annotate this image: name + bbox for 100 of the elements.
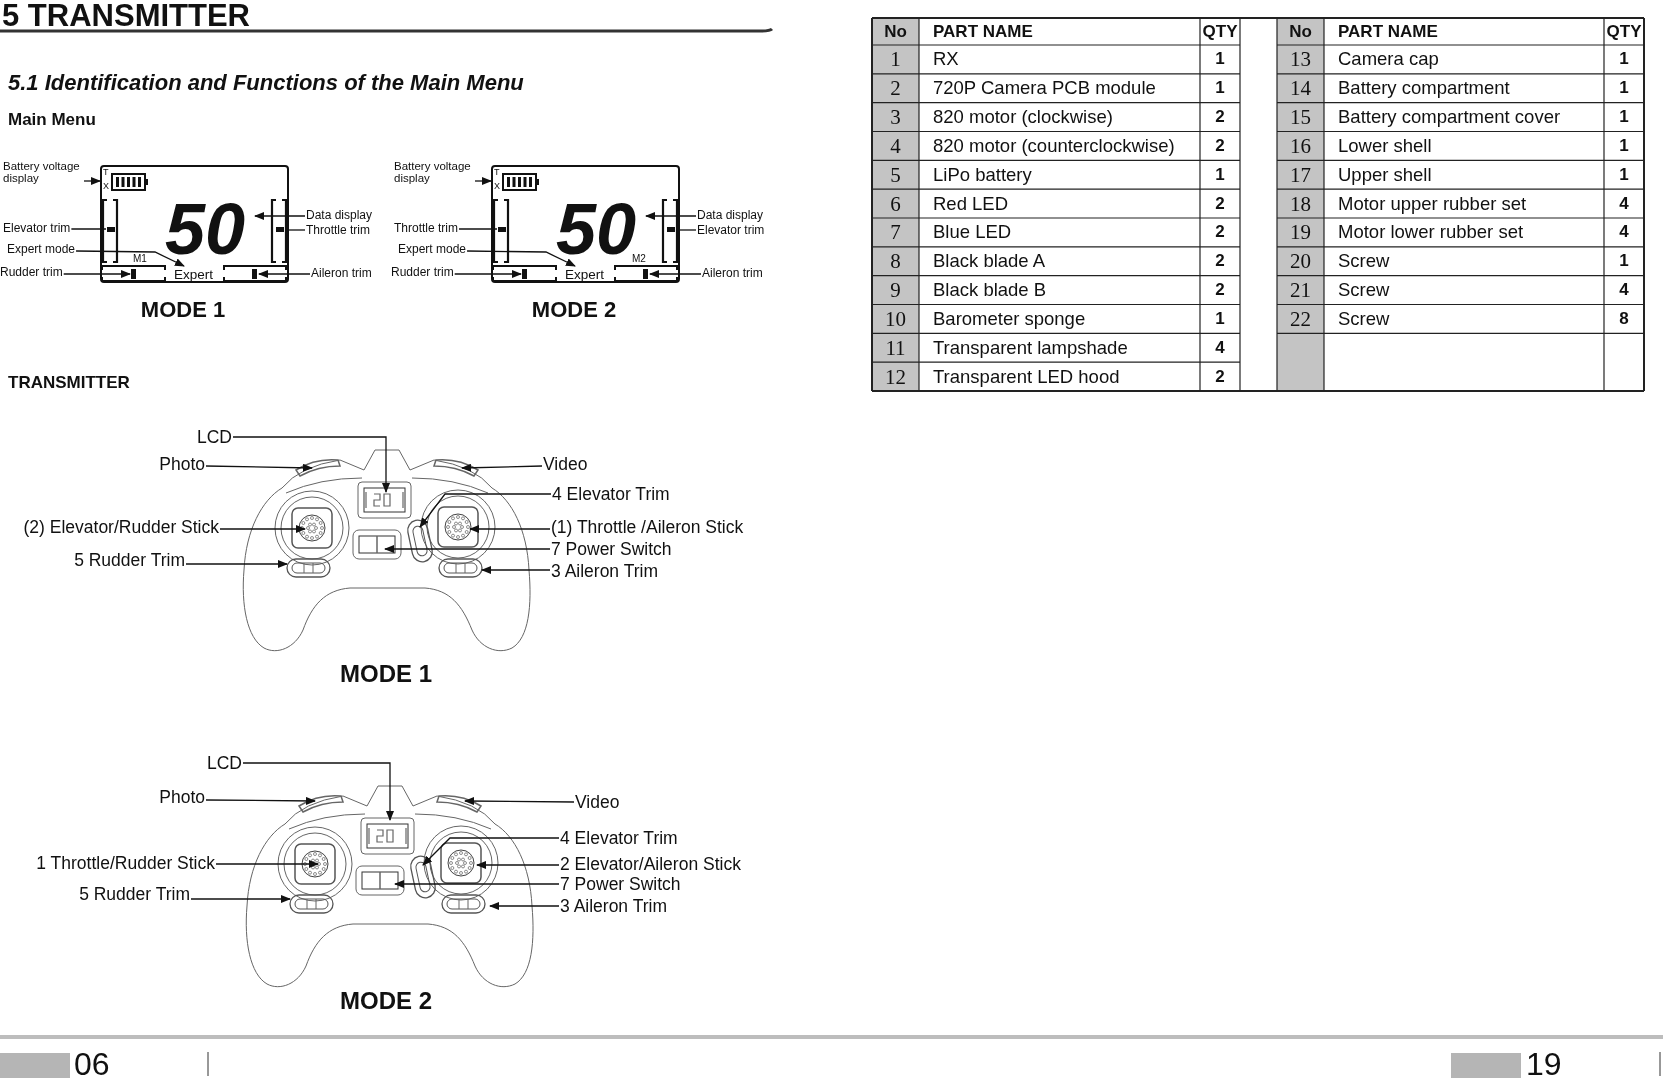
part-name: Screw <box>1338 308 1390 330</box>
callout-label: Throttle trim <box>306 224 370 238</box>
part-number: 9 <box>890 278 901 303</box>
callout-label: 2 Elevator/Aileron Stick <box>560 853 741 875</box>
part-number: 1 <box>890 47 901 72</box>
leader-arrow <box>394 880 560 888</box>
callout-label: (2) Elevator/Rudder Stick <box>23 516 219 538</box>
page-number: 19 <box>1526 1045 1562 1078</box>
callout-label: Battery voltage display <box>3 159 83 185</box>
callout-label: 4 Elevator Trim <box>560 827 678 849</box>
part-name: Lower shell <box>1338 135 1432 157</box>
quantity: 2 <box>1215 193 1225 214</box>
part-name: Black blade B <box>933 279 1047 301</box>
part-number: 17 <box>1290 162 1311 187</box>
leader-arrow <box>205 796 316 805</box>
leader-arrow <box>461 463 543 472</box>
lcd-indicator-text: Expert <box>174 267 214 283</box>
callout-label: Rudder trim <box>0 266 63 280</box>
leader-line <box>70 228 107 230</box>
mode-caption: MODE 2 <box>340 987 432 1015</box>
lcd-screen <box>491 165 680 283</box>
part-name: 820 motor (counterclockwise) <box>933 135 1175 157</box>
leader-arrow <box>466 250 576 267</box>
leader-arrow <box>215 860 319 868</box>
part-name: Upper shell <box>1338 164 1432 186</box>
leader-arrow <box>419 493 552 528</box>
lcd-indicator-text: T <box>103 166 109 178</box>
mode-caption: MODE 2 <box>531 297 617 323</box>
callout-label: LCD <box>197 426 232 448</box>
quantity: 1 <box>1619 165 1629 185</box>
callout-label: 1 Throttle/Rudder Stick <box>36 852 215 874</box>
leader-arrow <box>464 797 575 806</box>
callout-label: Photo <box>159 786 205 808</box>
lcd-indicator-text: T <box>494 166 500 178</box>
callout-label: Expert mode <box>398 243 467 257</box>
leader-arrow <box>232 436 390 493</box>
leader-arrow <box>481 566 551 574</box>
lcd-indicator-text: M2 <box>632 253 646 265</box>
callout-label: Elevator trim <box>697 224 765 238</box>
part-number: 13 <box>1290 47 1311 72</box>
quantity: 1 <box>1215 309 1225 329</box>
quantity: 2 <box>1215 222 1225 243</box>
part-number: 8 <box>890 249 901 274</box>
part-name: Motor lower rubber set <box>1338 221 1524 244</box>
part-name: 720P Camera PCB module <box>933 77 1156 99</box>
part-name: Black blade A <box>933 250 1046 272</box>
leader-arrow <box>258 270 311 278</box>
part-number: 12 <box>885 364 906 389</box>
part-number: 14 <box>1290 76 1311 101</box>
quantity: 1 <box>1619 49 1629 70</box>
part-name: Transparent lampshade <box>933 337 1128 359</box>
callout-label: Aileron trim <box>702 267 763 281</box>
leader-arrow <box>83 177 101 185</box>
callout-label: Battery voltage display <box>394 159 474 185</box>
part-number: 6 <box>890 191 901 216</box>
leader-arrow <box>489 902 560 910</box>
quantity: 4 <box>1619 280 1629 300</box>
part-number: 7 <box>890 220 901 245</box>
part-name: Motor upper rubber set <box>1338 192 1527 215</box>
quantity: 1 <box>1619 78 1629 98</box>
quantity: 1 <box>1619 107 1629 127</box>
part-name: Red LED <box>933 192 1009 215</box>
part-name: 820 motor (clockwise) <box>933 106 1113 128</box>
column-header: PART NAME <box>933 21 1033 42</box>
part-name: LiPo battery <box>933 164 1032 186</box>
quantity: 4 <box>1215 338 1225 358</box>
callout-label: LCD <box>207 752 242 774</box>
quantity: 1 <box>1215 78 1225 98</box>
part-number: 19 <box>1290 220 1311 245</box>
part-number: 22 <box>1290 306 1311 331</box>
part-name: Battery compartment <box>1338 77 1510 99</box>
part-number: 16 <box>1290 133 1311 158</box>
lcd-indicator-text: M1 <box>133 253 147 265</box>
lcd-indicator-text: Expert <box>565 267 605 283</box>
callout-label: 7 Power Switch <box>551 538 672 560</box>
leader-arrow <box>242 762 394 821</box>
column-header: No <box>884 21 907 42</box>
leader-line <box>458 228 498 230</box>
quantity: 2 <box>1215 366 1225 387</box>
callout-label: Photo <box>159 453 205 475</box>
quantity: 2 <box>1215 280 1225 300</box>
leader-arrow <box>649 270 702 278</box>
leader-arrow <box>476 861 560 869</box>
subheading: Main Menu <box>8 110 96 130</box>
column-header: QTY <box>1202 21 1238 42</box>
callout-label: 5 Rudder Trim <box>74 549 185 571</box>
callout-label: 4 Elevator Trim <box>552 483 670 505</box>
part-name: Screw <box>1338 279 1390 301</box>
quantity: 4 <box>1619 193 1629 214</box>
leader-arrow <box>474 177 492 185</box>
lcd-screen <box>100 165 289 283</box>
part-name: Screw <box>1338 250 1390 272</box>
part-number: 21 <box>1290 278 1311 303</box>
part-number: 5 <box>890 162 901 187</box>
leader-arrow <box>645 212 697 220</box>
callout-label: 7 Power Switch <box>560 873 681 895</box>
quantity: 2 <box>1215 251 1225 271</box>
leader-arrow <box>219 525 306 533</box>
page-number: 06 <box>74 1045 110 1078</box>
callout-label: 5 Rudder Trim <box>79 883 190 905</box>
